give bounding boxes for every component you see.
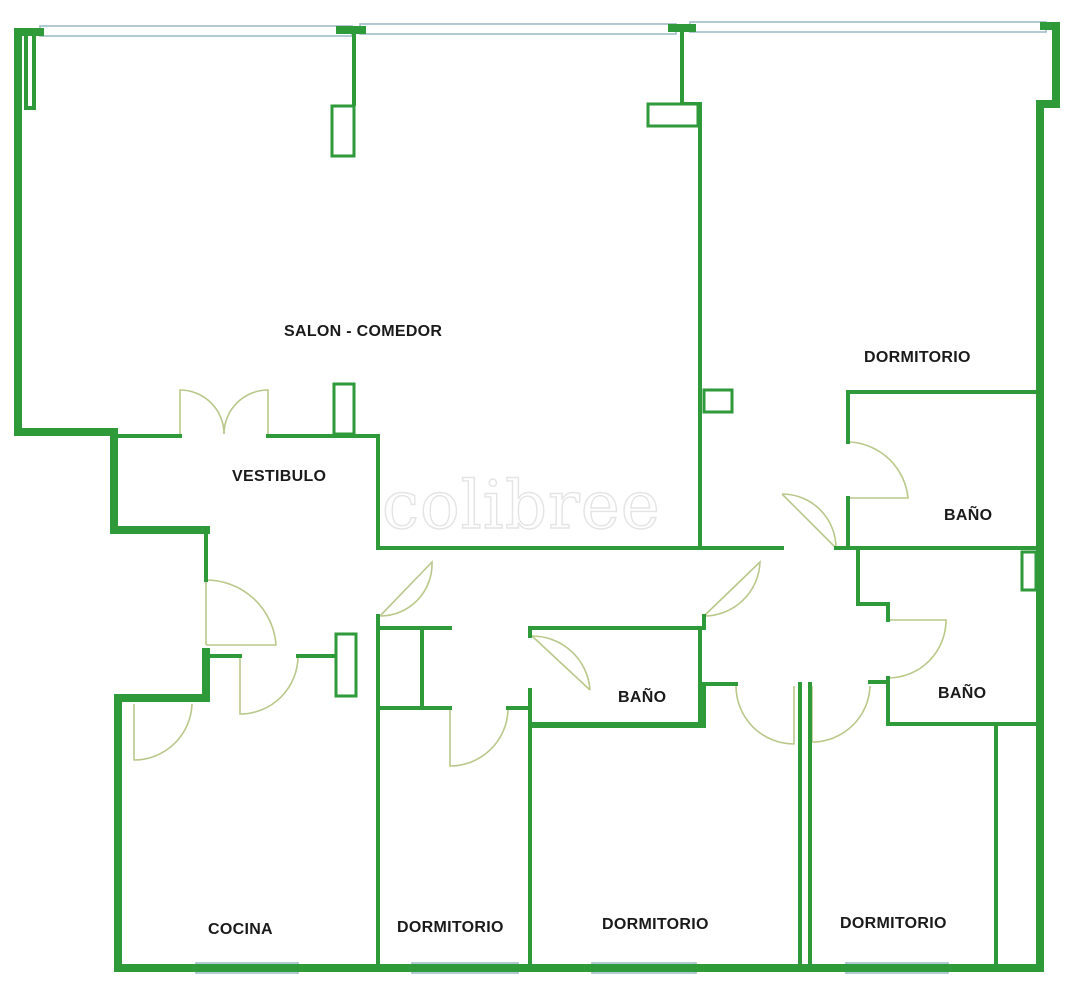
door-dormitorio-2 — [735, 685, 795, 745]
label-bano-ne: BAÑO — [944, 504, 992, 524]
door-cocina-service — [133, 703, 193, 761]
watermark-logo: colibree — [382, 467, 661, 544]
door-bano-3 — [887, 619, 947, 679]
label-dormitorio-ne: DORMITORIO — [864, 349, 971, 366]
window-top-right — [689, 21, 1047, 33]
door-dormitorio-3 — [811, 685, 871, 743]
wall-bano-ne — [846, 390, 1038, 550]
label-bano-east: BAÑO — [938, 682, 986, 702]
label-dormitorio-1: DORMITORIO — [397, 919, 504, 936]
room-labels: SALON - COMEDOR VESTIBULO DORMITORIO BAÑ… — [208, 323, 992, 938]
label-cocina: COCINA — [208, 921, 273, 938]
label-dormitorio-2: DORMITORIO — [602, 916, 709, 933]
door-cocina-vestibulo — [239, 655, 299, 715]
door-vestibulo-east — [379, 560, 433, 617]
label-dormitorio-3: DORMITORIO — [840, 915, 947, 932]
column-salon-south — [332, 382, 356, 436]
column-salon-east-top — [646, 102, 700, 128]
door-dormitorio-1 — [449, 709, 509, 767]
wall-bano-1 — [528, 626, 702, 726]
doors — [133, 389, 947, 767]
wall-exterior-west-lower — [114, 648, 210, 972]
wall-bano-3 — [856, 550, 1038, 726]
walls — [14, 22, 1060, 972]
wall-salon-east-top — [680, 26, 702, 106]
door-vestibulo-west — [205, 579, 277, 646]
wall-exterior-north — [14, 22, 1060, 36]
wall-exterior-east — [1036, 24, 1060, 972]
wall-exterior-west-upper — [14, 28, 210, 534]
wall-vestibulo-east — [376, 434, 702, 550]
wall-dormitorio-2-north — [528, 682, 738, 728]
column-bano-3 — [1020, 550, 1038, 592]
door-bano-ne — [849, 441, 909, 499]
door-bano-1 — [531, 635, 591, 691]
door-salon-double — [179, 389, 269, 435]
window-top-center — [359, 23, 677, 35]
wall-salon-inner-corner — [24, 32, 36, 110]
column-salon-north — [330, 104, 356, 158]
label-salon-comedor: SALON - COMEDOR — [284, 323, 442, 340]
window-top-left — [39, 25, 353, 37]
door-salon-corridor — [703, 560, 761, 617]
column-salon-east — [702, 388, 734, 414]
door-dormitorio-ne — [781, 493, 837, 549]
wall-dormitorio-2-east — [798, 682, 812, 970]
label-vestibulo: VESTIBULO — [232, 468, 326, 485]
label-bano-center: BAÑO — [618, 686, 666, 706]
column-corridor — [334, 632, 358, 698]
